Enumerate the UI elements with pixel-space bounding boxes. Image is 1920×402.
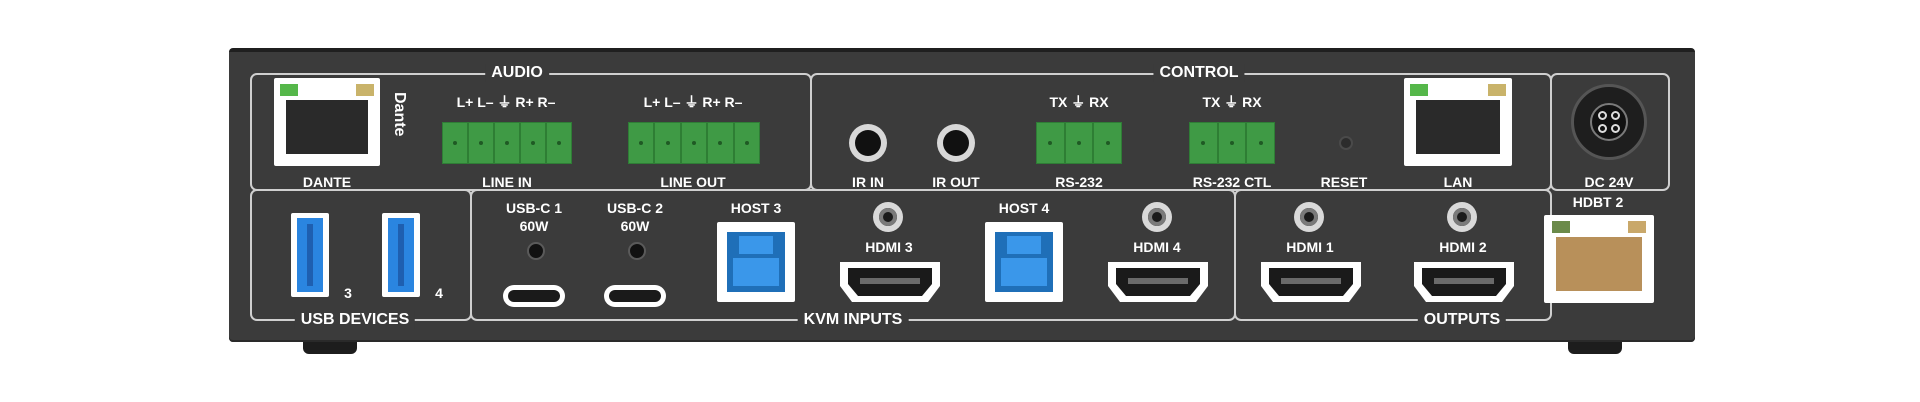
terminal-pin [1247,123,1274,163]
dc-power-jack[interactable] [1571,84,1647,160]
rs232-pin-labels: TX ⏚ RX [1049,94,1109,110]
terminal-pin [443,123,469,163]
usb-port-3-label: 3 [344,285,352,301]
hdmi1-label: HDMI 1 [1286,239,1334,255]
usb-a-port-3[interactable] [291,213,329,297]
ir-out-label: IR OUT [932,174,980,190]
dante-logo: Dante [391,92,408,137]
lan-socket [1416,100,1500,154]
usb-a-tongue [388,218,414,292]
hdmi1-port[interactable] [1259,260,1363,304]
hdmi3-bnc-connector[interactable] [873,202,903,232]
dc-pin [1611,111,1620,120]
terminal-pin [1066,123,1095,163]
device-foot-right [1568,342,1622,354]
hdbt2-port[interactable] [1544,215,1654,303]
hdbt2-activity-led [1628,221,1646,233]
hdmi4-bnc-connector[interactable] [1142,202,1172,232]
dc-pin [1598,124,1607,133]
device-foot-left [303,342,357,354]
host4-label: HOST 4 [998,200,1050,216]
hdmi3-label: HDMI 3 [865,239,913,255]
line-in-pin-labels: L+ L– ⏚ R+ R– [456,94,556,110]
hdbt2-link-led [1552,221,1570,233]
terminal-pin [521,123,547,163]
usbc1-name-label: USB-C 1 [505,200,563,216]
line-out-terminal[interactable] [628,122,760,164]
section-control-label: CONTROL [1153,64,1245,82]
section-audio-label: AUDIO [485,64,549,82]
lan-activity-led [1488,84,1506,96]
usb-c-port-1[interactable] [503,285,565,307]
dante-link-led [280,84,298,96]
line-out-label: LINE OUT [660,174,726,190]
dante-port-label: DANTE [302,174,352,190]
rs232-ctl-label: RS-232 CTL [1192,174,1272,190]
lan-link-led [1410,84,1428,96]
hdbt2-label: HDBT 2 [1572,194,1624,210]
terminal-pin [469,123,495,163]
usb-b-host-4-port[interactable] [985,222,1063,302]
terminal-pin [1190,123,1219,163]
rs232-label: RS-232 [1055,174,1103,190]
dante-port[interactable] [274,78,380,166]
hdmi4-label: HDMI 4 [1133,239,1181,255]
dante-activity-led [356,84,374,96]
usb-b-socket [727,232,785,292]
lan-label: LAN [1443,174,1473,190]
usb-a-tongue [297,218,323,292]
hdmi4-port[interactable] [1106,260,1210,304]
rs232-terminal[interactable] [1036,122,1122,164]
section-usb-devices-label: USB DEVICES [294,311,416,329]
usbc1-status-led [527,242,545,260]
hdmi3-port[interactable] [838,260,942,304]
terminal-pin [629,123,656,163]
hdbt2-socket [1556,237,1642,291]
line-in-label: LINE IN [482,174,532,190]
line-in-terminal[interactable] [442,122,572,164]
dc-pin [1611,124,1620,133]
terminal-pin [682,123,709,163]
section-outputs-label: OUTPUTS [1417,311,1507,329]
usb-port-4-label: 4 [435,285,443,301]
reset-label: RESET [1320,174,1368,190]
usb-a-port-4[interactable] [382,213,420,297]
usb-b-host-3-port[interactable] [717,222,795,302]
rs232-ctl-pin-labels: TX ⏚ RX [1202,94,1262,110]
section-kvm-inputs-label: KVM INPUTS [797,311,909,329]
terminal-pin [655,123,682,163]
ir-in-jack[interactable] [849,124,887,162]
hdmi1-bnc-connector[interactable] [1294,202,1324,232]
rs232-ctl-terminal[interactable] [1189,122,1275,164]
dc-jack-insert [1590,103,1628,141]
terminal-pin [495,123,521,163]
usbc2-status-led [628,242,646,260]
dc-label: DC 24V [1584,174,1634,190]
hdmi2-bnc-connector[interactable] [1447,202,1477,232]
terminal-pin [1037,123,1066,163]
usbc1-power-label: 60W [519,218,549,234]
dc-frame [1550,73,1670,191]
terminal-pin [547,123,571,163]
line-out-pin-labels: L+ L– ⏚ R+ R– [643,94,743,110]
usb-b-socket [995,232,1053,292]
dc-pin [1598,111,1607,120]
usbc2-power-label: 60W [620,218,650,234]
ir-in-label: IR IN [852,174,884,190]
terminal-pin [708,123,735,163]
lan-port[interactable] [1404,78,1512,166]
reset-button[interactable] [1339,136,1353,150]
terminal-pin [1219,123,1248,163]
host3-label: HOST 3 [730,200,782,216]
ir-out-jack[interactable] [937,124,975,162]
dante-socket [286,100,368,154]
terminal-pin [1094,123,1121,163]
usbc2-name-label: USB-C 2 [606,200,664,216]
hdmi2-port[interactable] [1412,260,1516,304]
terminal-pin [735,123,759,163]
hdmi2-label: HDMI 2 [1439,239,1487,255]
usb-c-port-2[interactable] [604,285,666,307]
